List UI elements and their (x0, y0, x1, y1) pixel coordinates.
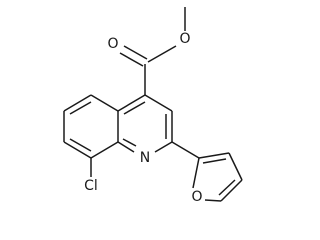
bond-c5-c6 (63, 94, 92, 112)
atom-labels: O O N Cl O (84, 31, 202, 205)
bond-c7-c8-inner (69, 138, 92, 152)
molecule-structure-diagram: O O N Cl O (63, 7, 243, 205)
ester-ether-oxygen-label: O (179, 31, 190, 47)
bond-c7-c8 (63, 141, 92, 159)
bond-c4a-c5 (90, 94, 119, 112)
bond-furan-oxygen-c2 (192, 157, 200, 189)
bond-n1-c8a-inner (122, 138, 137, 147)
bond-furan-c4-c5-inner (218, 179, 236, 196)
bond-furan-c3-c4 (228, 152, 243, 181)
bond-c2-furan (171, 141, 200, 159)
chlorine-label: Cl (84, 178, 98, 194)
furan-oxygen-label: O (191, 189, 202, 205)
bond-c4a-c4 (117, 94, 146, 112)
bonds (63, 7, 243, 202)
bond-c2-n1 (154, 141, 173, 153)
bond-carbonyl-double-a (123, 45, 148, 60)
bond-furan-c5-oxygen (204, 199, 222, 202)
bond-furan-c4-c5 (220, 179, 243, 202)
bond-furan-c2-c3 (198, 152, 230, 159)
bond-c5-c6-inner (69, 101, 92, 115)
bond-carbonyl-double-b (119, 52, 144, 67)
bond-c4a-c4-inner (123, 101, 146, 115)
ester-carbonyl-oxygen-label: O (107, 36, 118, 52)
bond-n1-c8a (117, 141, 135, 153)
bond-c8-c8a (90, 141, 119, 159)
bond-oxygen-carbonyl-carbon (147, 45, 177, 63)
bond-furan-c2-c3-inner (202, 158, 227, 164)
ring-nitrogen-label: N (140, 150, 150, 166)
bond-c4-c3 (144, 94, 173, 112)
